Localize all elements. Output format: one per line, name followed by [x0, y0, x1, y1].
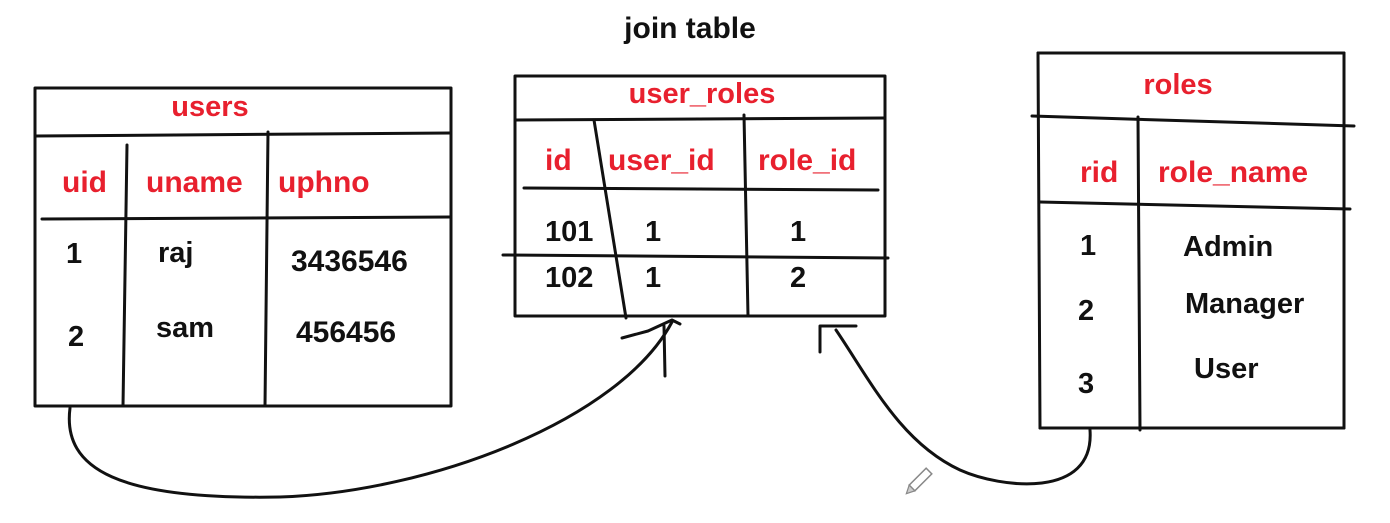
users-table-border [33, 86, 453, 408]
user-roles-cell-role-id: 1 [790, 216, 806, 248]
user-id-fk-marker-vertical [662, 324, 667, 378]
user-roles-table: user_roles id user_id role_id 101 1 1 10… [501, 74, 890, 320]
user-roles-header-user-id: user_id [608, 144, 715, 177]
user-roles-table-border [513, 74, 887, 318]
roles-col-divider [1136, 115, 1142, 432]
roles-table-name: roles [1143, 69, 1212, 101]
users-cell-uname: sam [156, 312, 214, 344]
user-roles-header-role-id: role_id [758, 144, 856, 177]
users-table-name: users [171, 91, 248, 123]
users-col-divider-2 [263, 130, 270, 408]
user-roles-cell-user-id: 1 [645, 216, 661, 248]
user-roles-header-id: id [545, 144, 572, 177]
roles-cell-role-name: Admin [1183, 231, 1273, 263]
user-roles-table-name: user_roles [629, 78, 776, 110]
roles-title-divider [1030, 114, 1356, 128]
roles-cell-rid: 2 [1078, 295, 1094, 327]
users-cell-uname: raj [158, 237, 193, 269]
user-roles-cell-id: 102 [545, 262, 593, 294]
users-title-divider [33, 131, 453, 138]
users-header-uphno: uphno [278, 166, 370, 199]
pen-cursor-icon [905, 467, 933, 495]
user-roles-title-divider [513, 116, 887, 122]
diagram-title: join table [623, 12, 756, 45]
users-col-divider-1 [121, 143, 129, 408]
users-cell-uid: 2 [68, 321, 84, 353]
role-id-fk-marker [818, 324, 858, 354]
user-roles-cell-role-id: 2 [790, 262, 806, 294]
roles-to-user-roles-connector [818, 324, 1092, 486]
users-cell-uid: 1 [66, 238, 82, 270]
user-roles-col-divider-2 [742, 113, 750, 318]
roles-header-role-name: role_name [1158, 156, 1308, 189]
users-connector-curve [67, 320, 674, 499]
user-id-fk-marker-hook [620, 318, 682, 340]
user-roles-col-divider-1 [592, 118, 628, 320]
roles-table: roles rid role_name 1 Admin 2 Manager 3 … [1030, 51, 1356, 432]
roles-connector-curve [834, 328, 1092, 486]
users-to-user-roles-connector [67, 318, 682, 499]
users-header-uid: uid [62, 166, 107, 199]
roles-border-left [1036, 51, 1042, 430]
users-table: users uid uname uphno 1 raj 3436546 2 sa… [33, 86, 453, 408]
user-roles-cell-id: 101 [545, 216, 593, 248]
users-cell-uphno: 456456 [296, 316, 396, 349]
roles-cell-rid: 3 [1078, 368, 1094, 400]
roles-cell-role-name: Manager [1185, 288, 1304, 320]
user-roles-header-divider [522, 186, 880, 192]
roles-cell-role-name: User [1194, 353, 1259, 385]
users-header-divider [40, 215, 453, 221]
roles-header-rid: rid [1080, 156, 1118, 189]
user-roles-row-divider [501, 253, 890, 260]
roles-header-divider [1038, 200, 1352, 211]
users-cell-uphno: 3436546 [291, 245, 408, 278]
roles-cell-rid: 1 [1080, 230, 1096, 262]
users-header-uname: uname [146, 166, 243, 199]
user-roles-cell-user-id: 1 [645, 262, 661, 294]
